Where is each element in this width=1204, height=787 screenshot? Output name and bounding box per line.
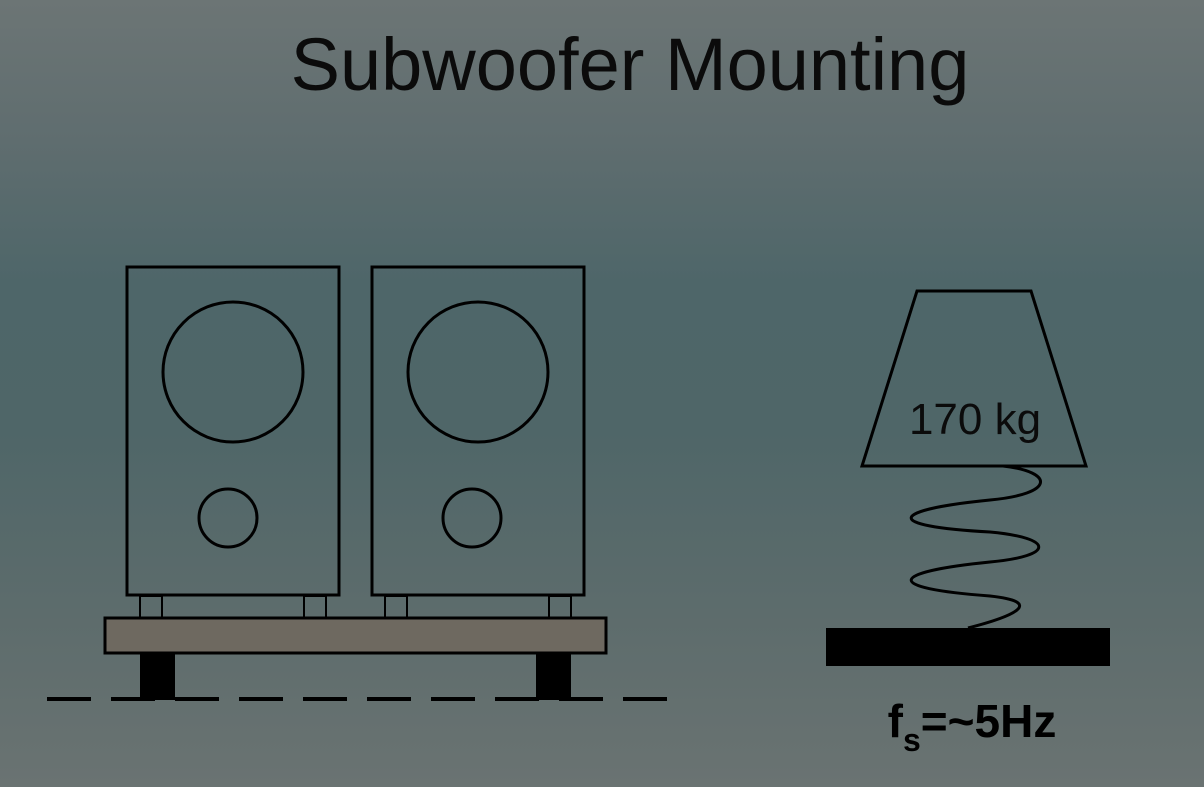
speaker-cabinet bbox=[370, 265, 586, 597]
spring-coil bbox=[909, 464, 1042, 630]
platform-leg-right bbox=[536, 650, 571, 700]
freq-value: =~5Hz bbox=[921, 695, 1057, 747]
port-driver bbox=[441, 487, 503, 549]
slide-title: Subwoofer Mounting bbox=[290, 23, 970, 106]
speaker-cabinet bbox=[125, 265, 341, 597]
woofer-driver bbox=[161, 300, 305, 444]
freq-symbol: f bbox=[888, 695, 904, 747]
mass-label: 170 kg bbox=[909, 395, 1041, 444]
speaker-foot bbox=[303, 595, 327, 619]
ground-base bbox=[826, 628, 1110, 666]
mass-spring-model: 170 kg bbox=[826, 289, 1110, 666]
speaker-foot bbox=[548, 595, 572, 619]
platform-leg-left bbox=[140, 650, 175, 700]
subwoofer-left bbox=[125, 265, 341, 597]
woofer-driver bbox=[406, 300, 550, 444]
resonance-frequency-label: fs=~5Hz bbox=[888, 695, 1057, 758]
speaker-foot bbox=[139, 595, 163, 619]
mass-block bbox=[859, 289, 1089, 468]
freq-subscript: s bbox=[903, 722, 921, 758]
port-driver bbox=[197, 487, 259, 549]
speaker-foot bbox=[384, 595, 408, 619]
mounting-platform bbox=[103, 616, 608, 655]
subwoofer-right bbox=[370, 265, 586, 597]
